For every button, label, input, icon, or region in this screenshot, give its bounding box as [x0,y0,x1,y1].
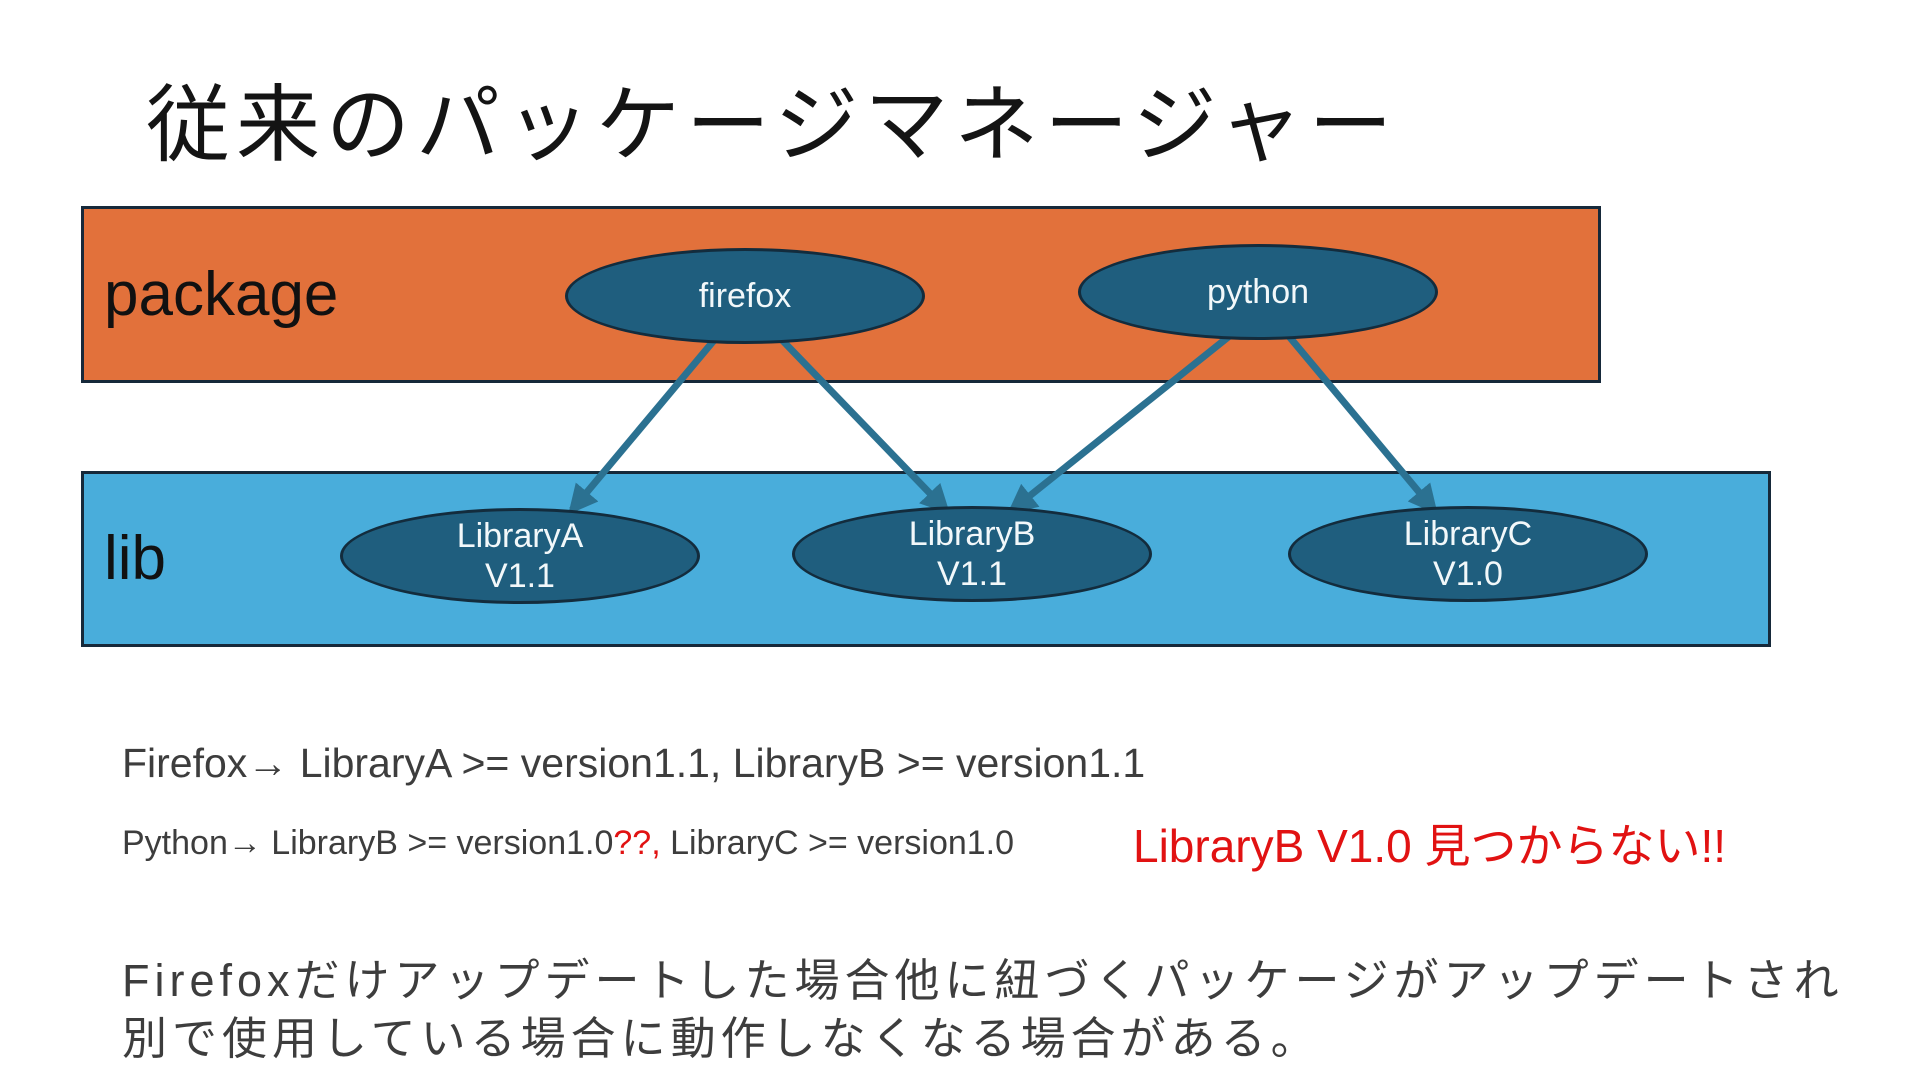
node-libraryc-label: LibraryC [1403,515,1533,553]
node-libraryb-label: LibraryB [908,515,1036,553]
node-libraryb: LibraryB V1.1 [792,506,1152,602]
node-libraryc-version: V1.0 [1433,555,1503,593]
libraryb-not-found-alert: LibraryB V1.0 見つからない!! [1133,820,1727,872]
python-requirements-text: Python→ LibraryB >= version1.0??, Librar… [122,824,1014,863]
explanation-paragraph: Firefoxだけアップデートした場合他に紐づくパッケージがアップデートされ 別… [122,952,1844,1068]
node-libraryb-version: V1.1 [937,555,1007,593]
node-librarya-version: V1.1 [485,557,555,595]
node-python-label: python [1206,273,1310,311]
node-firefox: firefox [565,248,925,344]
explanation-line-2: 別で使用している場合に動作しなくなる場合がある。 [122,1013,1321,1064]
node-firefox-label: firefox [698,277,792,315]
explanation-line-1: Firefoxだけアップデートした場合他に紐づくパッケージがアップデートされ [122,955,1844,1006]
slide-title: 従来のパッケージマネージャー [146,78,1399,172]
package-layer-label: package [104,259,339,329]
node-librarya-label: LibraryA [456,517,584,555]
node-librarya: LibraryA V1.1 [340,508,700,604]
lib-layer-label: lib [104,524,167,593]
node-python: python [1078,244,1438,340]
python-requirements-prefix: Python→ LibraryB >= version1.0 [122,824,614,862]
firefox-requirements-text: Firefox→ LibraryA >= version1.1, Library… [122,740,1146,786]
python-requirements-highlight: ??, [613,824,661,862]
node-libraryc: LibraryC V1.0 [1288,506,1648,602]
python-requirements-suffix: LibraryC >= version1.0 [660,824,1015,862]
